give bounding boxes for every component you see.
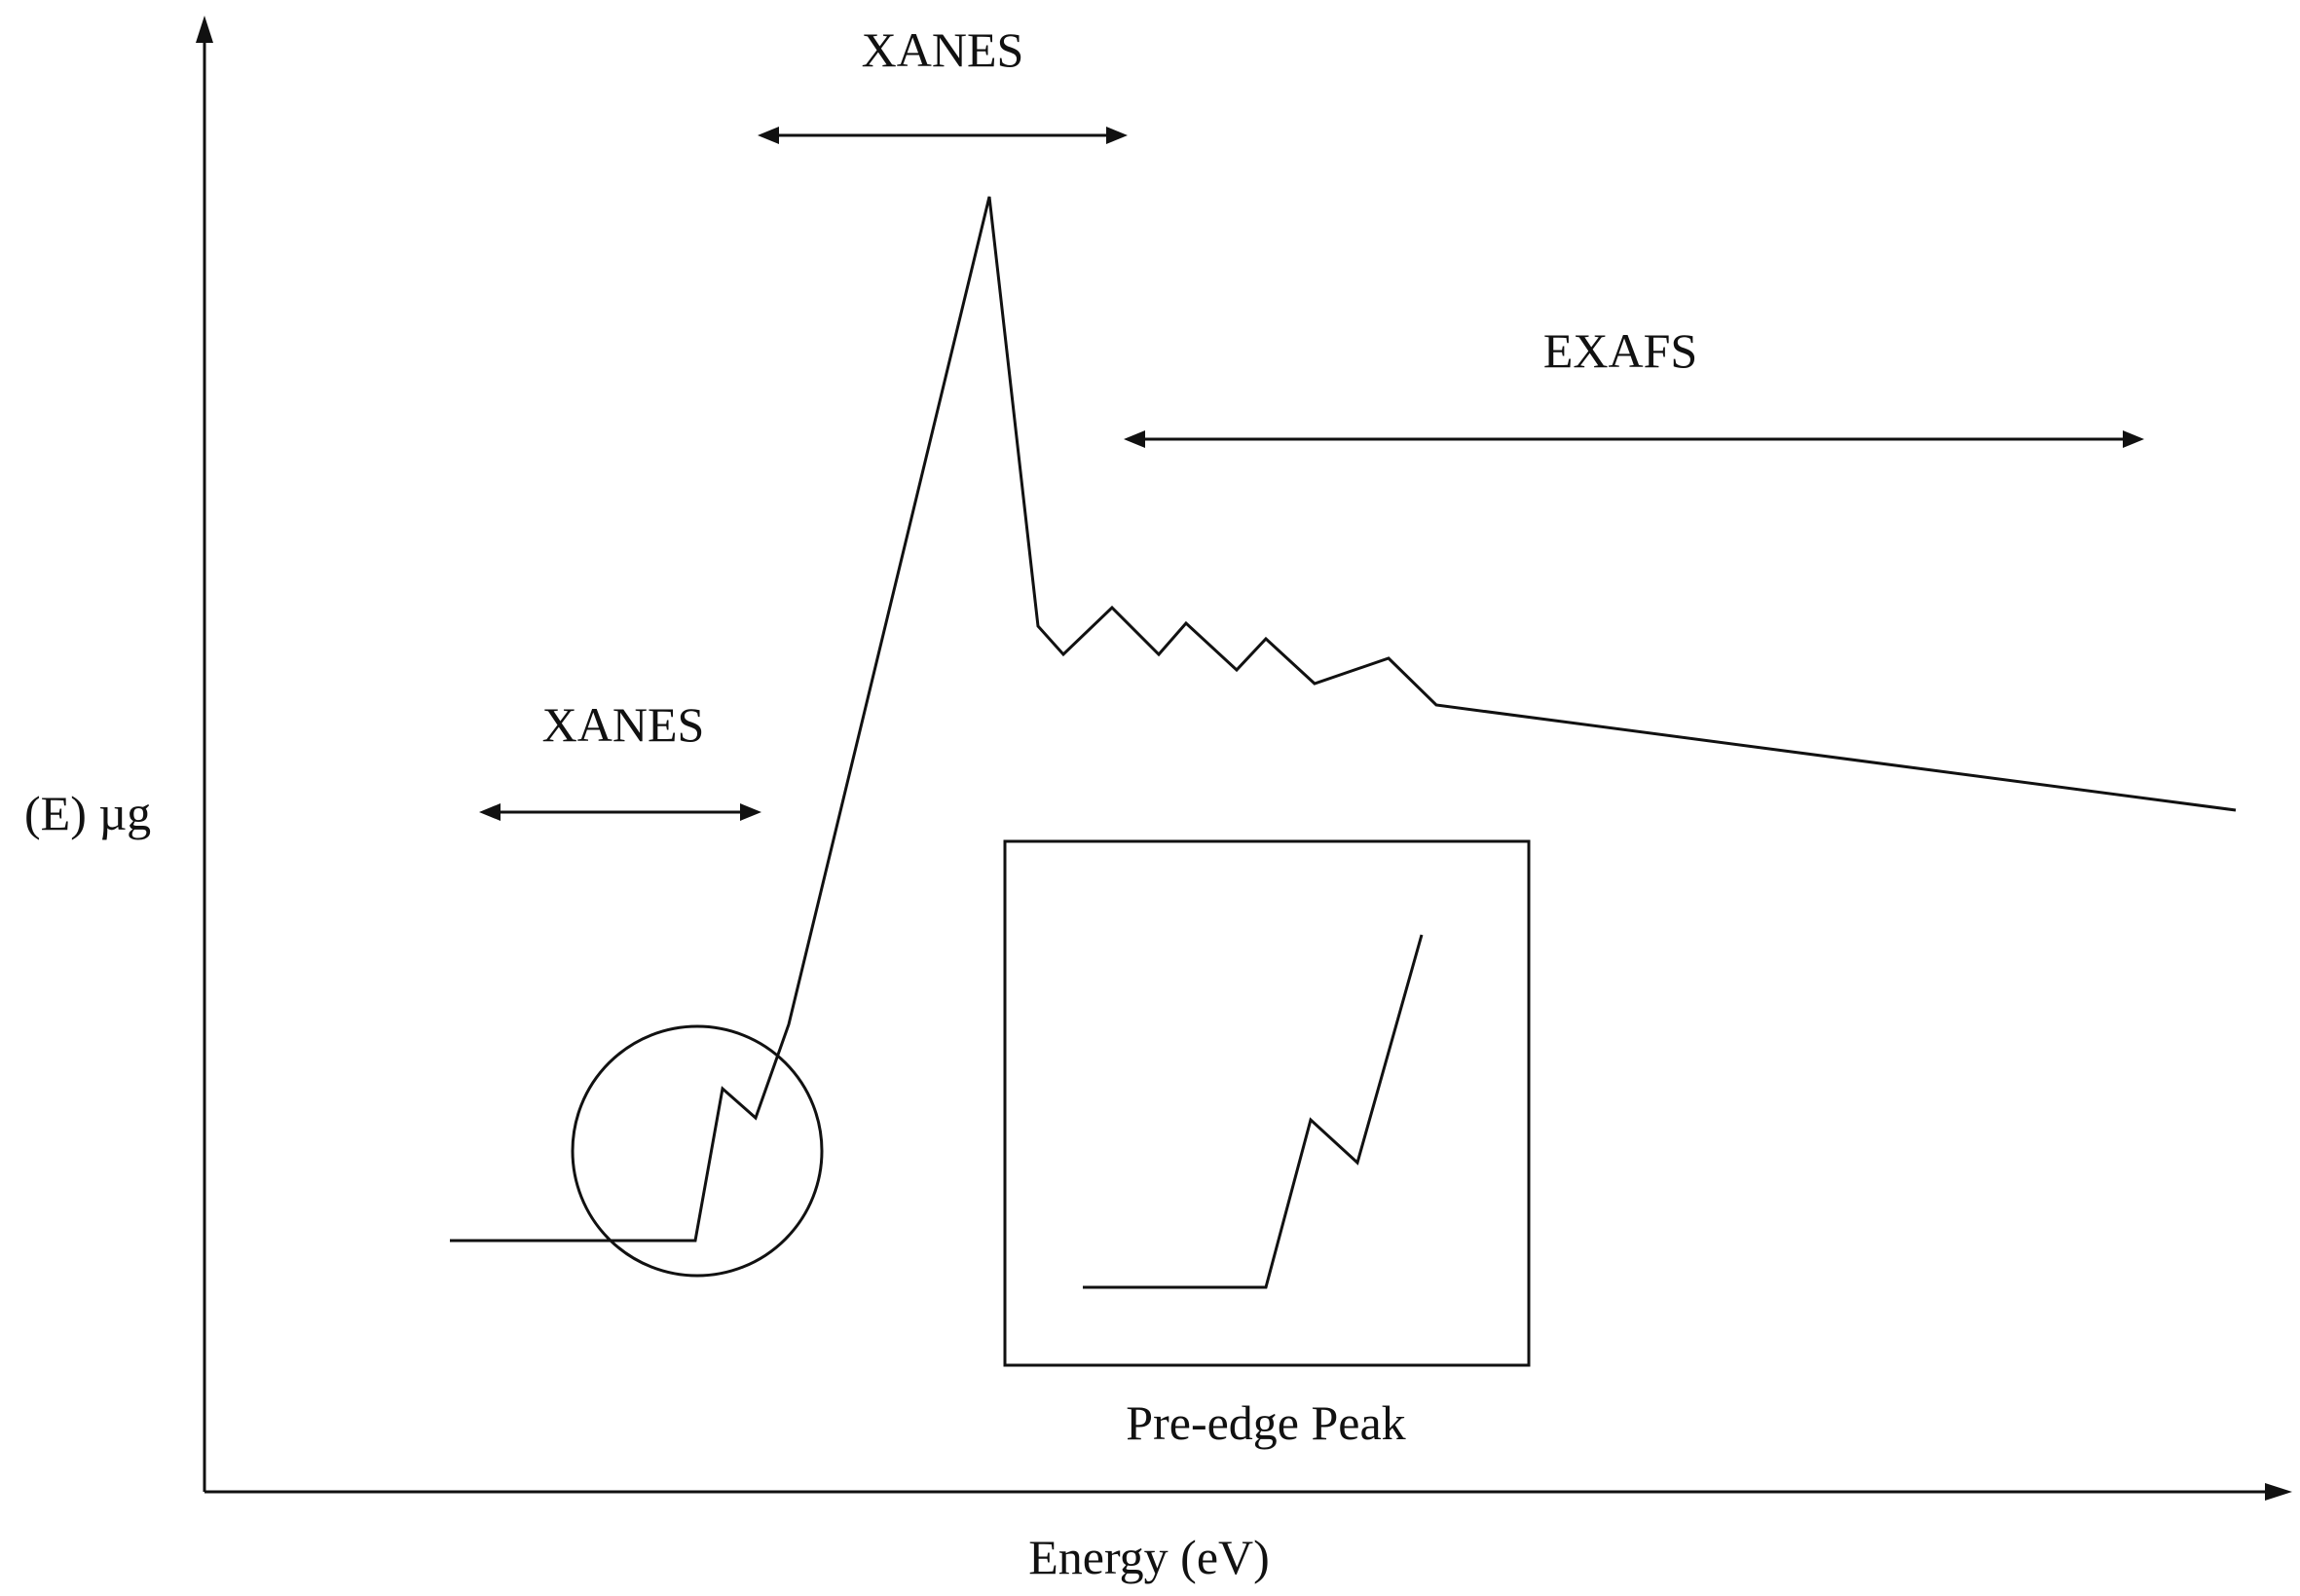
inset-caption: Pre-edge Peak — [1126, 1395, 1405, 1450]
exafs-range-arrow — [1124, 430, 2144, 448]
xanes-top-range-arrow — [758, 127, 1128, 144]
xanes-left-range-arrow — [479, 803, 761, 821]
pre-edge-inset-curve — [1083, 934, 1424, 1289]
absorption-spectrum-curve — [450, 196, 2237, 1243]
pre-edge-inset-box — [1003, 839, 1531, 1367]
axes — [196, 16, 2292, 1501]
y-axis-arrowhead — [196, 16, 213, 43]
pre-edge-highlight-circle — [571, 1024, 824, 1278]
y-axis-label: (E) µg — [24, 786, 151, 840]
xanes-top-label: XANES — [862, 22, 1024, 77]
xanes-left-label: XANES — [542, 697, 705, 752]
x-axis-label: Energy (eV) — [1028, 1530, 1270, 1584]
x-axis-arrowhead — [2265, 1483, 2292, 1501]
exafs-label: EXAFS — [1543, 323, 1697, 378]
